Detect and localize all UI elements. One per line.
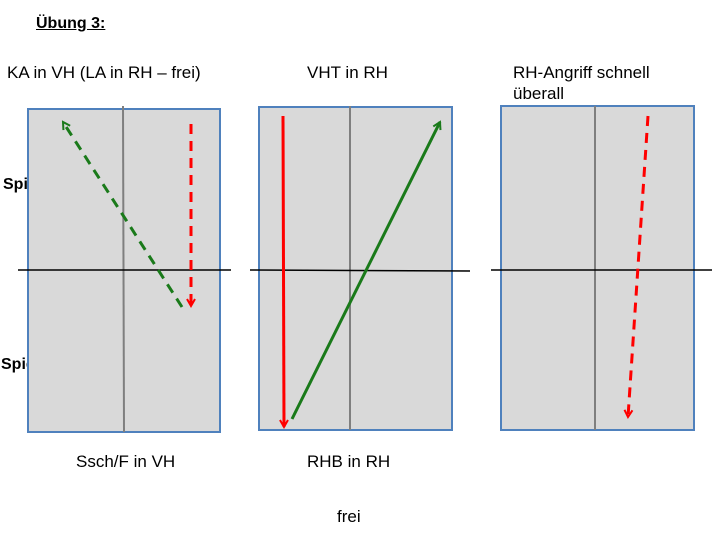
court-2-red-arrow <box>283 115 284 427</box>
court-1-center-line <box>122 105 125 433</box>
court-panel-3 <box>491 105 712 431</box>
panel-1-top-label: KA in VH (LA in RH – frei) <box>7 63 201 82</box>
panel-1-bottom-label: Ssch/F in VH <box>76 452 176 471</box>
exercise-title: Übung 3: <box>36 15 106 32</box>
court-panel-2 <box>249 106 471 431</box>
panel-3-top-label-line1: RH-Angriff schnell <box>513 63 650 82</box>
court-panel-1 <box>18 105 231 433</box>
panel-2-bottom-label: RHB in RH <box>307 452 391 471</box>
panel-3-top-label-line2: überall <box>513 84 565 103</box>
court-1-green-dashed-arrow <box>61 122 184 308</box>
court-2-green-arrow <box>290 122 440 420</box>
court-2-net <box>249 269 471 272</box>
panel-2-top-label: VHT in RH <box>307 63 388 82</box>
court-3-field <box>500 105 695 431</box>
footer-label: frei <box>337 507 361 526</box>
